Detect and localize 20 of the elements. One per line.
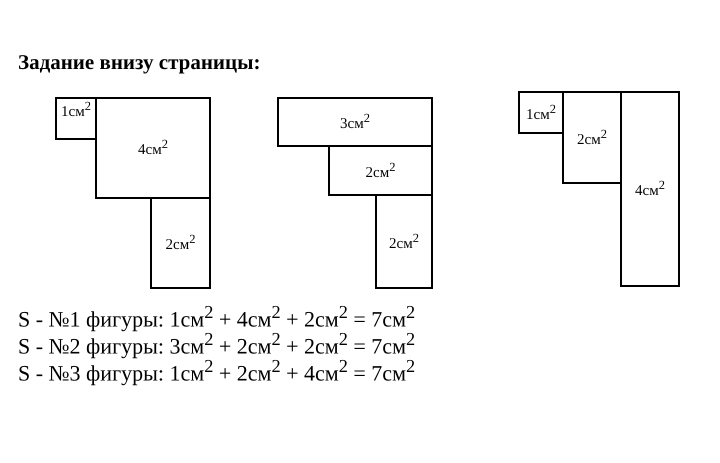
area-rectangle (562, 91, 622, 184)
area-rectangle (55, 97, 97, 140)
area-label: 2см$^{2}$ (366, 160, 396, 182)
area-rectangle (518, 91, 564, 134)
area-equation: S - №1 фигуры: 1см$^{2}$ + 4см$^{2}$ + 2см$^{2}$ = 7см$^{2}$ (18, 302, 416, 332)
area-label: 2см$^{2}$ (389, 230, 419, 252)
area-rectangle (95, 97, 211, 199)
area-rectangle (277, 97, 433, 147)
area-label: 3см$^{2}$ (340, 111, 370, 133)
area-label: 4см$^{2}$ (635, 178, 665, 200)
task-heading: Задание внизу страницы: (18, 50, 261, 75)
area-rectangle (375, 194, 433, 289)
area-rectangle (150, 197, 211, 289)
area-label: 2см$^{2}$ (577, 126, 607, 148)
area-label: 1см$^{2}$ (61, 99, 91, 121)
area-label: 4см$^{2}$ (138, 137, 168, 159)
area-label: 2см$^{2}$ (166, 232, 196, 254)
area-label: 1см$^{2}$ (526, 102, 556, 124)
area-rectangle (620, 91, 680, 287)
area-rectangle (328, 145, 433, 196)
